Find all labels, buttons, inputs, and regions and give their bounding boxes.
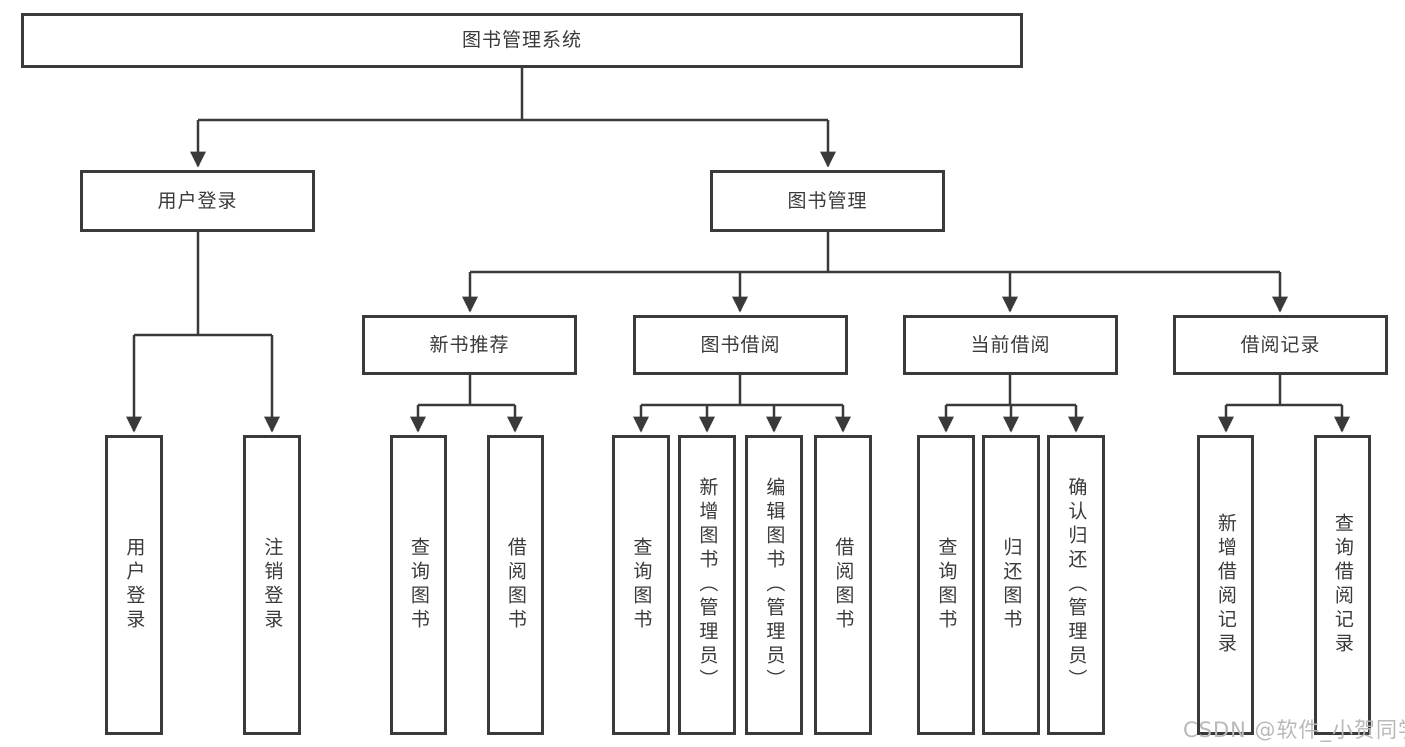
leaf-bb-borrow-books: 借阅图书 xyxy=(814,435,872,735)
leaf-cb-return-books: 归还图书 xyxy=(982,435,1040,735)
leaf-user-login: 用户登录 xyxy=(105,435,163,735)
leaf-br-query-record: 查询借阅记录 xyxy=(1314,435,1371,735)
leaf-br-add-record: 新增借阅记录 xyxy=(1197,435,1254,735)
leaf-cb-confirm-return-admin: 确认归还（管理员） xyxy=(1047,435,1105,735)
node-book-borrow: 图书借阅 xyxy=(633,315,848,375)
node-borrow-records: 借阅记录 xyxy=(1173,315,1388,375)
node-book-management: 图书管理 xyxy=(710,170,945,232)
leaf-bb-add-books-admin: 新增图书（管理员） xyxy=(678,435,736,735)
node-user-login: 用户登录 xyxy=(80,170,315,232)
leaf-bb-query-books: 查询图书 xyxy=(612,435,670,735)
leaf-rec-borrow-books: 借阅图书 xyxy=(487,435,544,735)
node-current-borrow: 当前借阅 xyxy=(903,315,1118,375)
node-new-book-recommend: 新书推荐 xyxy=(362,315,577,375)
leaf-cb-query-books: 查询图书 xyxy=(917,435,975,735)
leaf-bb-edit-books-admin: 编辑图书（管理员） xyxy=(745,435,803,735)
csdn-watermark: CSDN @软件_小贺同学 xyxy=(1183,718,1405,742)
leaf-logout: 注销登录 xyxy=(243,435,301,735)
leaf-rec-query-books: 查询图书 xyxy=(390,435,447,735)
node-root: 图书管理系统 xyxy=(21,13,1023,68)
